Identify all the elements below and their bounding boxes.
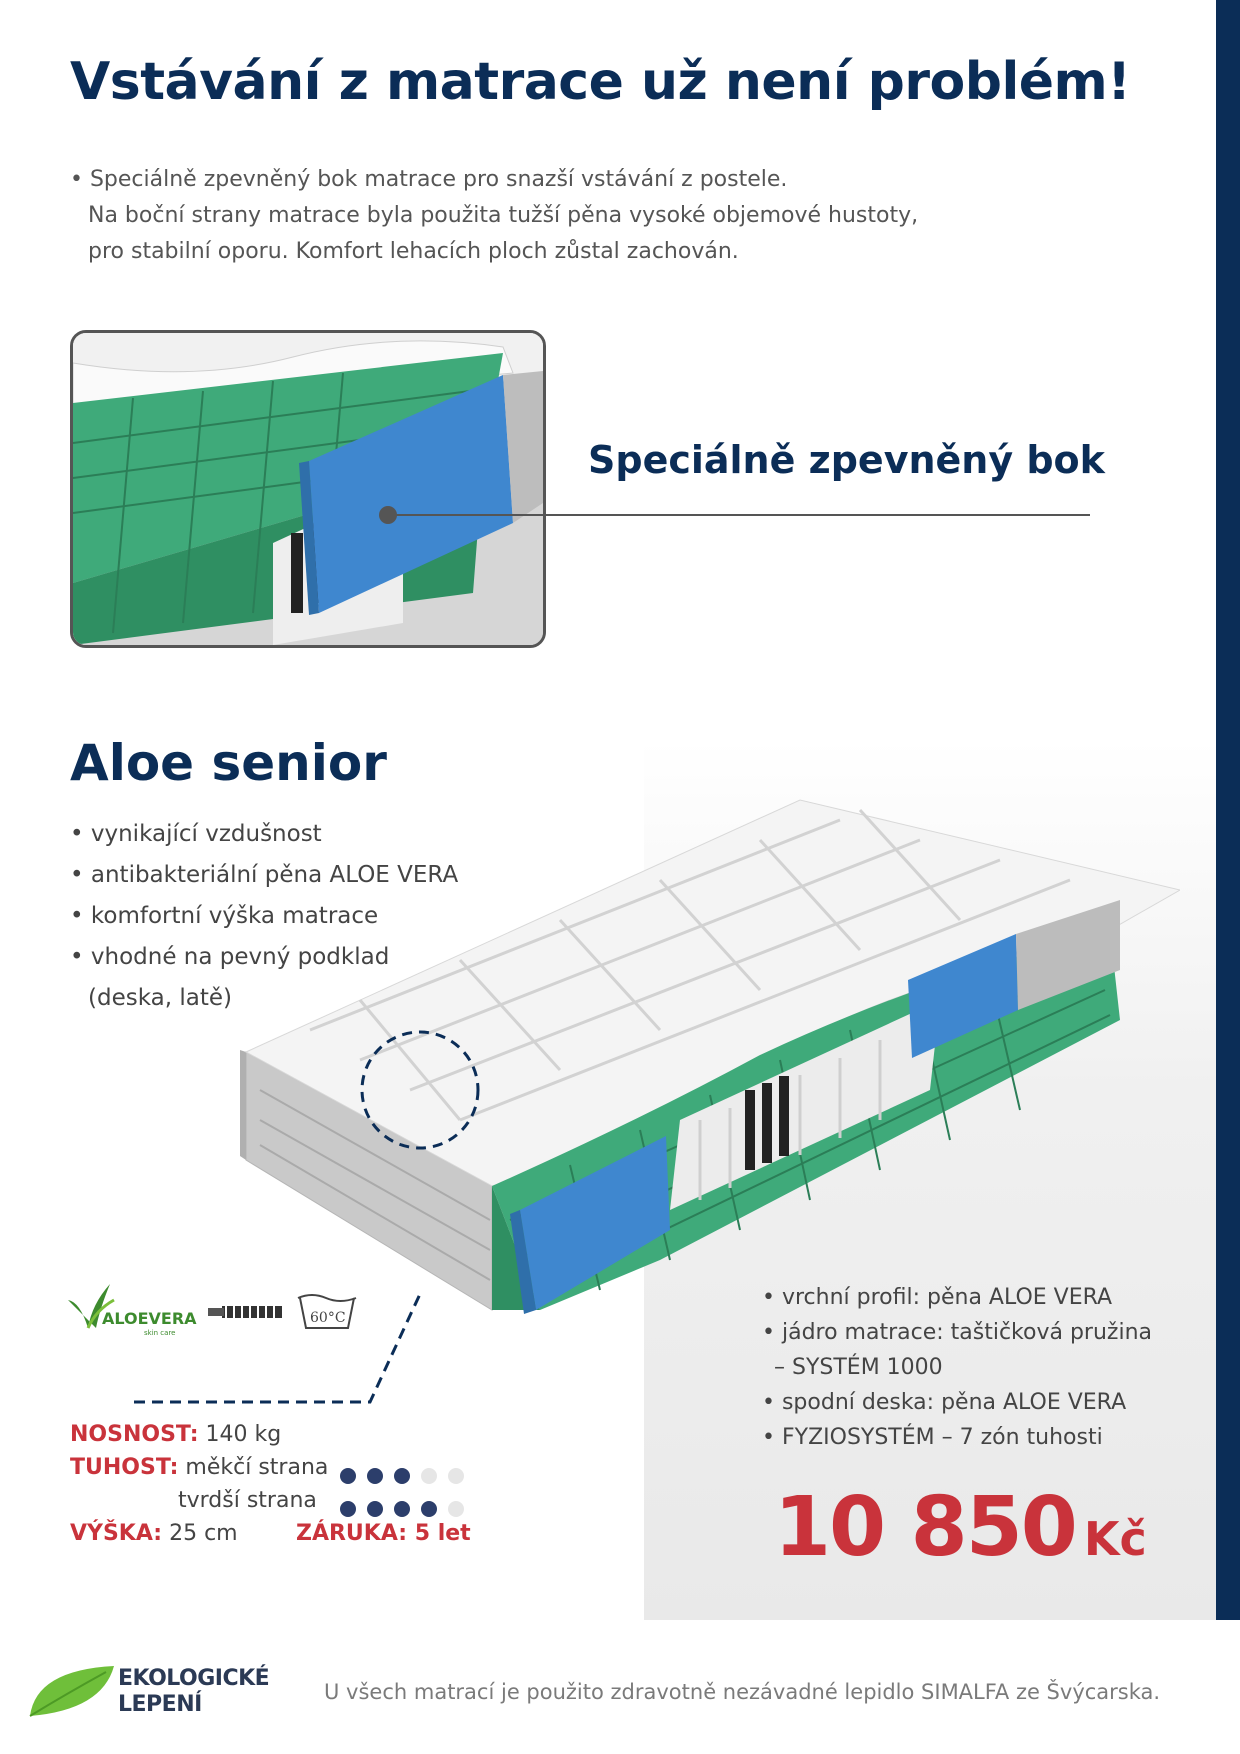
firmness-hard-row: tvrdší strana xyxy=(70,1484,464,1517)
product-parameters: NOSNOST: 140 kg TUHOST: měkčí strana tvr… xyxy=(70,1418,471,1550)
product-name: Aloe senior xyxy=(70,734,387,792)
eco-leaf-icon xyxy=(29,1666,114,1717)
reinforced-side-detail-image xyxy=(70,330,546,648)
rating-dot xyxy=(448,1468,464,1484)
aloe-vera-logo xyxy=(68,1284,115,1329)
firmness-label: TUHOST: xyxy=(70,1455,179,1480)
intro-text: • Speciálně zpevněný bok matrace pro sna… xyxy=(70,162,1030,270)
aloe-vera-logo-subtext: skin care xyxy=(144,1329,175,1337)
rating-dot xyxy=(367,1468,383,1484)
product-icons: ALOEVERA skin care 60°C xyxy=(68,1284,357,1337)
rating-dot xyxy=(448,1501,464,1517)
rating-dot xyxy=(421,1468,437,1484)
spec-item: • FYZIOSYSTÉM – 7 zón tuhosti xyxy=(762,1425,1103,1450)
wash-60-icon: 60°C xyxy=(297,1294,357,1329)
rating-dot xyxy=(340,1501,356,1517)
warranty-label: ZÁRUKA: xyxy=(296,1521,408,1546)
soft-side-label: měkčí strana xyxy=(178,1455,329,1480)
callout-dot xyxy=(379,506,397,524)
eco-line-1: EKOLOGICKÉ xyxy=(118,1666,270,1691)
feature-item: • komfortní výška matrace xyxy=(70,903,379,929)
price-value: 10 850 xyxy=(774,1480,1078,1575)
rating-dot xyxy=(340,1468,356,1484)
hard-side-label: tvrdší strana xyxy=(178,1488,317,1513)
load-capacity-row: NOSNOST: 140 kg xyxy=(70,1418,328,1451)
reinforced-side-illustration xyxy=(73,333,543,645)
right-accent-bar xyxy=(1216,0,1240,1620)
zoom-leader-line xyxy=(134,1293,422,1404)
soft-side-rating xyxy=(340,1459,475,1492)
rating-dot xyxy=(367,1501,383,1517)
page-title: Vstávání z matrace už není problém! xyxy=(70,52,1131,112)
spec-item: • jádro matrace: taštičková pružina xyxy=(762,1320,1152,1345)
height-label: VÝŠKA: xyxy=(70,1521,163,1546)
feature-list: • vynikající vzdušnost • antibakteriální… xyxy=(70,814,458,1019)
spec-item: • vrchní profil: pěna ALOE VERA xyxy=(762,1285,1113,1310)
height-warranty-row: VÝŠKA: 25 cm ZÁRUKA: 5 let xyxy=(70,1517,471,1550)
load-capacity-label: NOSNOST: xyxy=(70,1422,199,1447)
callout-line xyxy=(388,514,1090,516)
svg-text:60°C: 60°C xyxy=(310,1310,346,1326)
rating-dot xyxy=(394,1468,410,1484)
spec-item: – SYSTÉM 1000 xyxy=(774,1355,943,1380)
eco-line-2: LEPENÍ xyxy=(118,1692,202,1717)
rating-dot xyxy=(394,1501,410,1517)
zipper-icon xyxy=(208,1306,282,1318)
spec-item: • spodní deska: pěna ALOE VERA xyxy=(762,1390,1127,1415)
feature-item: • antibakteriální pěna ALOE VERA xyxy=(70,862,459,888)
load-capacity-value: 140 kg xyxy=(198,1422,282,1447)
feature-item: • vhodné na pevný podklad xyxy=(70,944,390,970)
reinforced-side-label: Speciálně zpevněný bok xyxy=(588,438,1105,482)
warranty-value: 5 let xyxy=(407,1521,471,1546)
intro-line-1: • Speciálně zpevněný bok matrace pro sna… xyxy=(70,167,788,192)
footer-note: U všech matrací je použito zdravotně nez… xyxy=(324,1680,1161,1704)
hard-side-rating xyxy=(340,1492,475,1525)
feature-item: (deska, latě) xyxy=(88,985,232,1011)
mattress-illustration xyxy=(240,799,1180,1314)
height-value: 25 cm xyxy=(162,1521,238,1546)
eco-gluing-badge: EKOLOGICKÉ LEPENÍ xyxy=(118,1666,270,1718)
feature-item: • vynikající vzdušnost xyxy=(70,821,322,847)
spec-list: • vrchní profil: pěna ALOE VERA • jádro … xyxy=(762,1280,1152,1455)
price-currency: Kč xyxy=(1083,1512,1147,1566)
intro-line-2: Na boční strany matrace byla použita tuž… xyxy=(88,203,919,228)
aloe-vera-logo-text: ALOEVERA xyxy=(102,1309,197,1328)
firmness-soft-row: TUHOST: měkčí strana xyxy=(70,1451,464,1484)
intro-line-3: pro stabilní oporu. Komfort lehacích plo… xyxy=(88,239,739,264)
rating-dot xyxy=(421,1501,437,1517)
